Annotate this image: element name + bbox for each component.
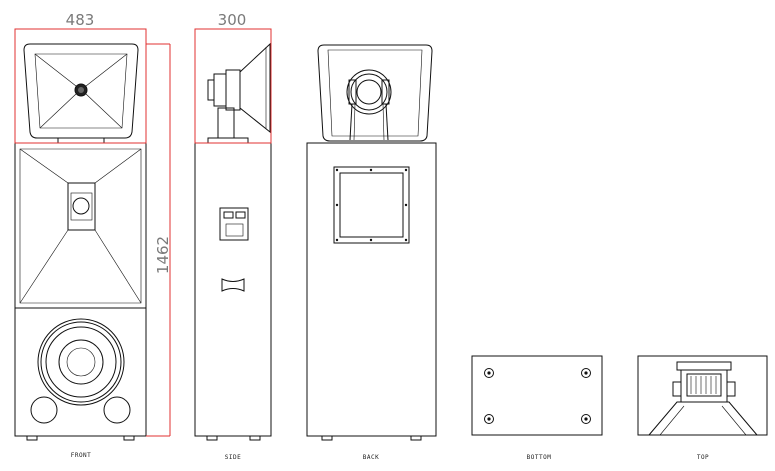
- top-view: TOP: [637, 355, 768, 461]
- back-horn: [317, 44, 433, 142]
- back-cabinet: [306, 142, 437, 437]
- back-view: BACK: [306, 44, 437, 461]
- front-port-left: [30, 396, 58, 424]
- height-dimension: 1462: [154, 236, 172, 274]
- back-view-label: BACK: [363, 454, 379, 461]
- front-dimension-lines: [14, 28, 171, 437]
- bottom-view: BOTTOM: [471, 355, 603, 461]
- top-horn-and-driver: [648, 361, 758, 436]
- front-view: 483 1462 FRONT: [14, 11, 172, 459]
- side-horn-assembly: [207, 42, 271, 144]
- side-cabinet: [194, 142, 272, 437]
- front-port-right: [103, 396, 131, 424]
- side-handle: [221, 278, 245, 292]
- bottom-plate: [471, 355, 603, 436]
- bottom-feet: [484, 368, 591, 424]
- top-view-label: TOP: [697, 454, 709, 461]
- side-dimension-box: [194, 28, 272, 144]
- bottom-view-label: BOTTOM: [527, 454, 552, 461]
- front-top-horn: [23, 43, 139, 144]
- side-connector-panel: [219, 207, 249, 241]
- back-panel: [333, 166, 410, 244]
- depth-dimension: 300: [218, 11, 247, 29]
- front-cabinet: [14, 142, 147, 437]
- front-woofer: [37, 318, 125, 406]
- top-cabinet-outline: [637, 355, 768, 436]
- front-mid-horn: [19, 148, 142, 304]
- front-view-label: FRONT: [71, 452, 92, 459]
- side-view: 300 SIDE: [194, 11, 272, 461]
- width-dimension: 483: [66, 11, 95, 29]
- side-view-label: SIDE: [225, 454, 241, 461]
